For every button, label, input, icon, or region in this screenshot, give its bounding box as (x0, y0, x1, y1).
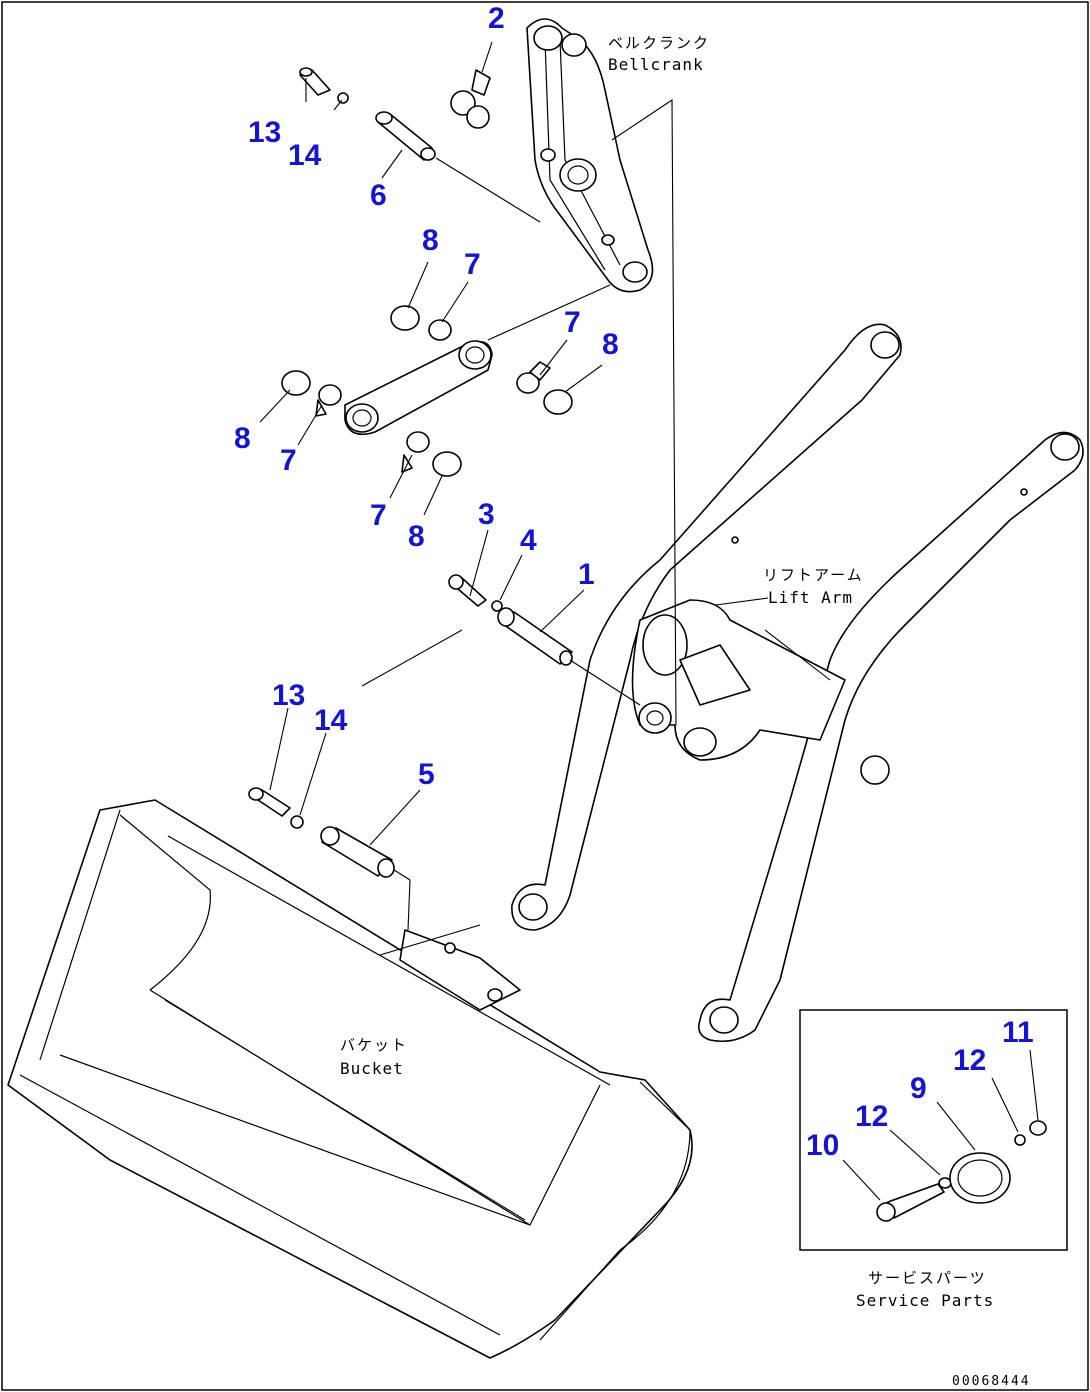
callout-8-c: 8 (234, 422, 251, 455)
callout-8-d: 8 (408, 520, 425, 553)
leader-lines (164, 41, 1039, 1221)
part-12-washer-a (938, 1177, 952, 1189)
service-parts-label-jp: サービスパーツ (868, 1269, 987, 1287)
part-14-washer-bottom (290, 815, 304, 829)
part-13-bolt-bottom (248, 787, 291, 817)
part-11-nut (1029, 1120, 1047, 1136)
link (344, 340, 493, 436)
callout-9: 9 (910, 1072, 927, 1105)
callout-6: 6 (370, 179, 387, 212)
drawing-code: 00068444 (952, 1374, 1031, 1389)
callout-7-a: 7 (464, 248, 481, 281)
lift-arm (511, 323, 1084, 1043)
lift-arm-label-en: Lift Arm (768, 588, 853, 607)
part-1-pin (497, 607, 573, 666)
callout-10: 10 (806, 1129, 839, 1162)
part-4-washer (491, 600, 503, 612)
part-14-washer-top (337, 92, 349, 104)
callout-12-a: 12 (855, 1100, 888, 1133)
service-parts-label-en: Service Parts (856, 1291, 994, 1310)
callout-11: 11 (1002, 1016, 1034, 1049)
callout-7-d: 7 (370, 499, 387, 532)
part-2-bushing (450, 69, 491, 129)
service-parts-inset (799, 1009, 1068, 1251)
lift-arm-label-jp: リフトアーム (763, 566, 864, 584)
callout-2: 2 (488, 2, 505, 35)
callout-8-b: 8 (602, 328, 619, 361)
bellcrank-label-en: Bellcrank (608, 55, 704, 74)
bucket (7, 799, 693, 1359)
bellcrank (526, 18, 654, 293)
callout-14-top: 14 (288, 139, 322, 172)
part-8-seal-group (281, 305, 573, 477)
bucket-label-en: Bucket (340, 1059, 404, 1078)
part-7-bushing-group (315, 319, 551, 473)
part-12-washer-b (1014, 1134, 1026, 1146)
callout-1: 1 (578, 558, 595, 591)
callout-7-c: 7 (280, 444, 297, 477)
callout-4: 4 (520, 524, 537, 557)
callout-14-bottom: 14 (314, 704, 348, 737)
callout-8-a: 8 (422, 224, 439, 257)
callout-12-b: 12 (953, 1044, 986, 1077)
part-3-bolt (448, 574, 487, 607)
part-6-pin (375, 111, 436, 161)
callout-7-b: 7 (564, 306, 581, 339)
callout-5: 5 (418, 758, 435, 791)
callout-13-bottom: 13 (272, 679, 305, 712)
part-13-bolt-top (299, 67, 331, 96)
callout-13-top: 13 (248, 116, 281, 149)
part-5-pin (320, 826, 395, 878)
bucket-label-jp: バケット (340, 1036, 408, 1054)
bellcrank-label-jp: ベルクランク (608, 34, 710, 52)
callout-3: 3 (478, 498, 495, 531)
